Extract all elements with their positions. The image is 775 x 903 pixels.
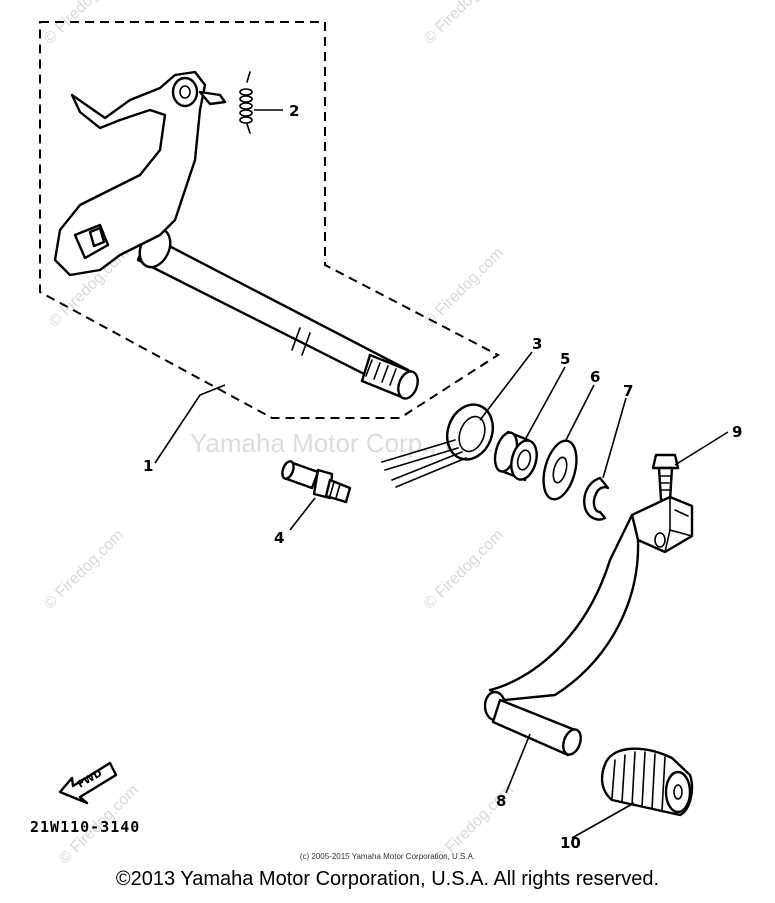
callout-7: 7	[623, 382, 633, 400]
callout-4: 4	[274, 529, 284, 547]
callout-2: 2	[289, 102, 299, 120]
callout-3: 3	[532, 335, 542, 353]
watermark-4: © Firedog.com	[421, 244, 507, 330]
assembly-boundary	[39, 21, 500, 419]
shift-pedal-part-8	[483, 495, 694, 757]
callout-5: 5	[560, 350, 570, 368]
watermark-2: © Firedog.com	[421, 0, 507, 48]
leader-lines	[154, 109, 729, 839]
callout-9: 9	[732, 423, 742, 441]
callout-1: 1	[143, 457, 153, 475]
watermark-1: © Firedog.com	[41, 0, 127, 48]
stopper-bolt-part-4	[281, 460, 352, 504]
spring-part-2	[239, 71, 253, 134]
diagram-code: 21W110-3140	[30, 818, 141, 836]
footer-copyright: ©2013 Yamaha Motor Corporation, U.S.A. A…	[115, 868, 660, 890]
callout-6: 6	[590, 368, 600, 386]
circlip-part-7	[583, 476, 610, 521]
washer-part-6	[542, 439, 578, 501]
small-copyright: (c) 2005-2015 Yamaha Motor Corporation, …	[299, 852, 476, 861]
pedal-rubber-part-10	[600, 747, 694, 817]
collar-part-5	[493, 430, 538, 482]
fwd-arrow: FWD	[58, 761, 118, 805]
watermark-6: © Firedog.com	[421, 526, 507, 612]
shift-shaft-assembly	[53, 70, 419, 400]
callouts: 1 2 3 4 5 6 7 9 8 10	[143, 102, 742, 852]
callout-8: 8	[496, 792, 506, 810]
bolt-part-9	[651, 453, 680, 502]
callout-10: 10	[560, 834, 581, 852]
watermark-5: © Firedog.com	[41, 526, 127, 612]
